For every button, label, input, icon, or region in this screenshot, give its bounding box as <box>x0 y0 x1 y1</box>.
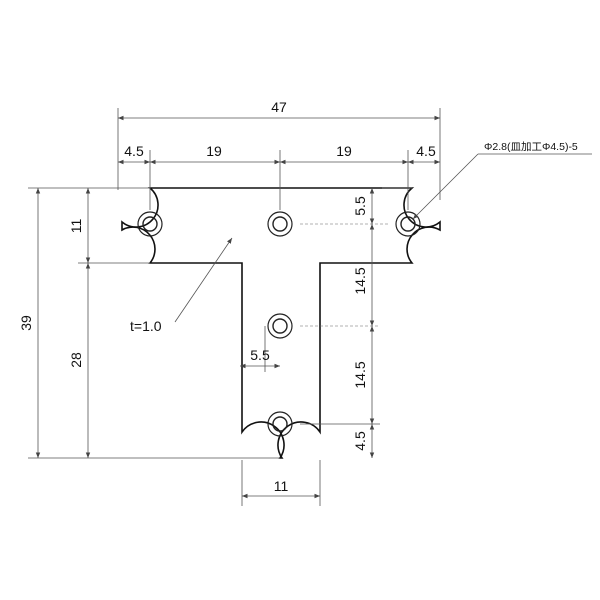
dim-lower-stem-pitch: 14.5 <box>352 361 368 388</box>
dim-upper-stem-pitch: 14.5 <box>352 267 368 294</box>
dim-stem-hole-offset: 5.5 <box>250 347 270 363</box>
hole-top-center <box>267 211 293 237</box>
center-lines <box>300 223 388 327</box>
dim-right-span: 19 <box>336 143 352 159</box>
dim-left-margin: 4.5 <box>124 143 144 159</box>
hole-stem-bottom <box>267 411 293 437</box>
dim-stem-height: 28 <box>68 352 84 368</box>
hole-top-right <box>395 211 421 237</box>
dim-overall-height: 39 <box>18 315 34 331</box>
dim-stem-width: 11 <box>274 478 289 494</box>
extension-lines <box>28 108 441 506</box>
thickness-note: t=1.0 <box>130 318 162 334</box>
hole-stem-middle <box>267 313 293 339</box>
hole-top-left <box>137 211 163 237</box>
t-plate-outline <box>121 187 441 459</box>
leader-lines <box>174 153 592 323</box>
dim-overall-width: 47 <box>271 99 287 115</box>
dim-hole-to-top: 5.5 <box>352 196 368 216</box>
hole-spec-note: Φ2.8(皿加工Φ4.5)-5 <box>484 141 578 153</box>
dim-top-height: 11 <box>68 219 84 234</box>
dim-hole-to-bottom: 4.5 <box>352 431 368 451</box>
dimension-lines <box>35 115 440 499</box>
dim-right-margin: 4.5 <box>416 143 436 159</box>
dim-left-span: 19 <box>206 143 222 159</box>
